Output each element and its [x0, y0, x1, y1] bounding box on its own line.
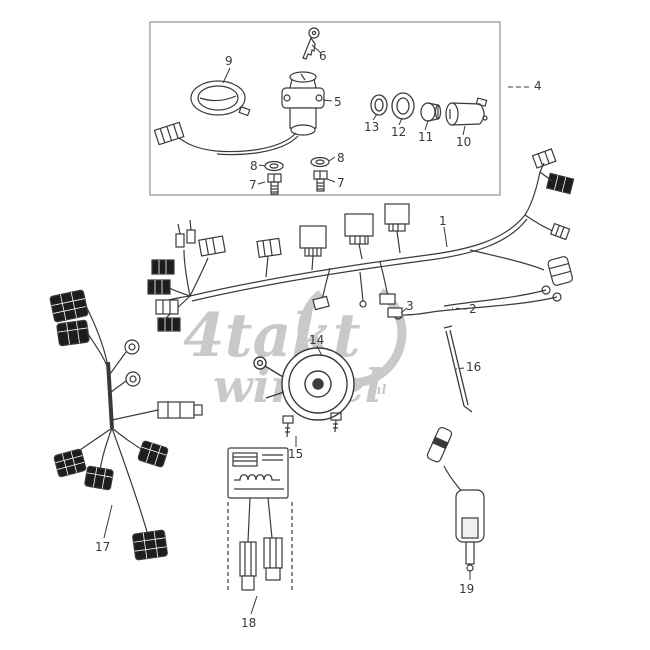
horn [253, 347, 355, 421]
part-label-2: 2 [469, 302, 477, 316]
lock-ring-13 [370, 94, 388, 116]
bolt-7-left [267, 173, 282, 195]
leader-lines [103, 44, 531, 615]
part-label-6: 6 [319, 49, 327, 63]
part-label-7b: 7 [337, 176, 345, 190]
part-label-19: 19 [459, 582, 475, 596]
lock-cylinder-10 [445, 97, 488, 126]
main-wire-harness [147, 148, 575, 332]
sensor-19 [426, 426, 485, 572]
part-label-16: 16 [466, 360, 482, 374]
part-label-12: 12 [391, 125, 407, 139]
ignition-switch [153, 71, 325, 156]
rod-16 [443, 325, 473, 413]
part-label-5: 5 [334, 95, 342, 109]
part-label-10: 10 [456, 135, 472, 149]
fuel-cap [190, 80, 251, 117]
part-label-3: 3 [406, 299, 414, 313]
part-label-8b: 8 [337, 151, 345, 165]
washer-8-right [310, 156, 330, 168]
part-label-13: 13 [364, 120, 380, 134]
part-label-7a: 7 [249, 178, 257, 192]
part-label-17: 17 [95, 540, 111, 554]
lock-ring-12 [391, 92, 415, 120]
part-label-15: 15 [288, 447, 304, 461]
washer-8-left [264, 160, 284, 172]
part-label-4: 4 [534, 79, 542, 93]
part-label-11: 11 [418, 130, 434, 144]
part-label-14: 14 [309, 333, 325, 347]
sub-harness [49, 289, 203, 561]
part-label-18: 18 [241, 616, 257, 630]
lock-set-box [149, 21, 501, 196]
part-label-9: 9 [225, 54, 233, 68]
watermark-word-3: nl [372, 383, 386, 398]
ignition-key [302, 27, 320, 60]
part-label-8a: 8 [250, 159, 258, 173]
cdi-unit [227, 447, 293, 592]
horn-bolts [282, 412, 342, 438]
lock-cap-11 [420, 102, 442, 122]
bolt-7-right [313, 170, 328, 192]
part-label-1: 1 [439, 214, 447, 228]
